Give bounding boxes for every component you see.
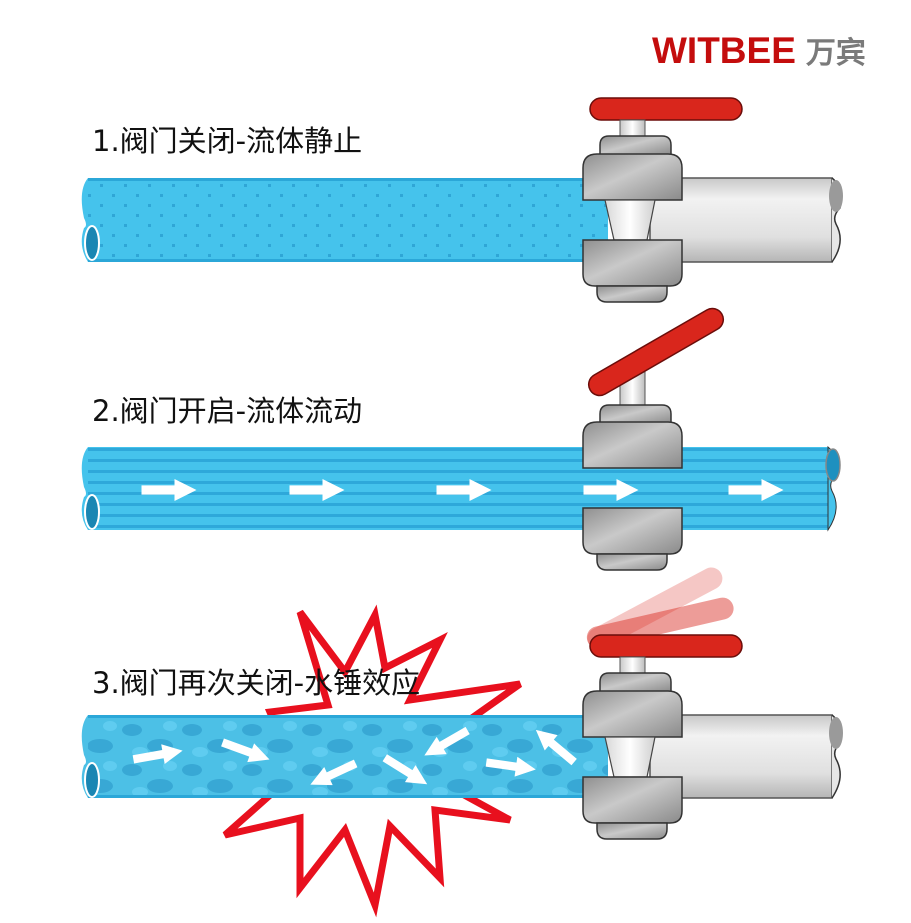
- static-water-pipe: [81, 178, 608, 262]
- step-3-graphic: [81, 567, 843, 918]
- valve-closed: [582, 97, 743, 303]
- valve-handle-tilted: [587, 307, 725, 397]
- brand-logo: WITBEE 万宾: [652, 28, 866, 72]
- step-3-title: 3.阀门再次关闭-水锤效应: [92, 666, 421, 700]
- valve-slammed-closed: [582, 567, 743, 840]
- step-1-graphic: [81, 97, 843, 303]
- step-1-title: 1.阀门关闭-流体静止: [92, 124, 363, 158]
- step-2-title: 2.阀门开启-流体流动: [92, 394, 363, 428]
- valve-handle-horizontal: [589, 97, 743, 121]
- step-2-graphic: [81, 307, 841, 571]
- brand-name-cn: 万宾: [805, 36, 866, 71]
- valve-open: [582, 307, 725, 571]
- brand-name-en: WITBEE: [652, 30, 796, 71]
- valve-handle-horizontal: [589, 634, 743, 658]
